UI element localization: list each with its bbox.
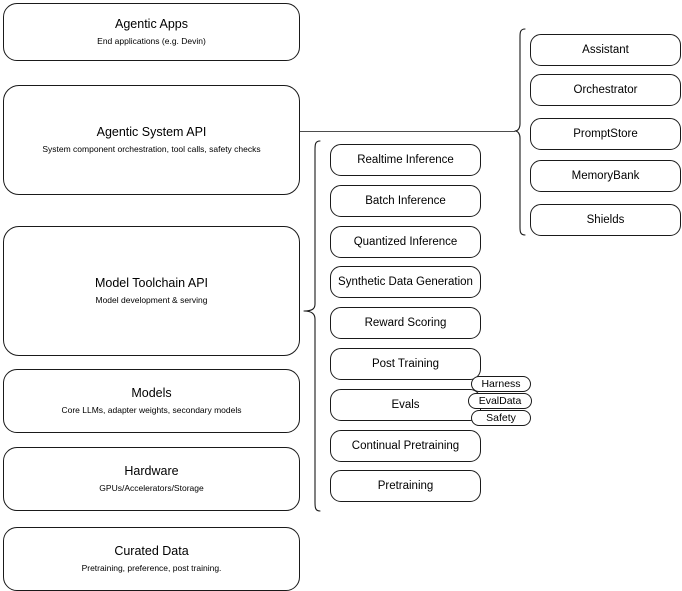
layer-title: Model Toolchain API — [94, 276, 209, 290]
component-label: Assistant — [582, 43, 629, 56]
layer-subtitle: System component orchestration, tool cal… — [42, 144, 261, 154]
badge-label: Harness — [481, 378, 521, 390]
component-label: Evals — [391, 398, 420, 411]
component-assistant[interactable]: Assistant — [530, 34, 681, 66]
layer-subtitle: Pretraining, preference, post training. — [81, 563, 222, 573]
component-synthetic-data-generation[interactable]: Synthetic Data Generation — [330, 266, 481, 298]
component-evals[interactable]: Evals — [330, 389, 481, 421]
component-pretraining[interactable]: Pretraining — [330, 470, 481, 502]
layer-models[interactable]: Models Core LLMs, adapter weights, secon… — [3, 369, 300, 433]
component-orchestrator[interactable]: Orchestrator — [530, 74, 681, 106]
layer-curated-data[interactable]: Curated Data Pretraining, preference, po… — [3, 527, 300, 591]
badge-harness[interactable]: Harness — [471, 376, 531, 392]
layer-model-toolchain-api[interactable]: Model Toolchain API Model development & … — [3, 226, 300, 356]
badge-evaldata[interactable]: EvalData — [468, 393, 532, 409]
component-label: Continual Pretraining — [351, 439, 460, 452]
layer-subtitle: End applications (e.g. Devin) — [97, 36, 206, 46]
layer-subtitle: Core LLMs, adapter weights, secondary mo… — [61, 405, 242, 415]
component-quantized-inference[interactable]: Quantized Inference — [330, 226, 481, 258]
layer-title: Curated Data — [114, 544, 189, 558]
badge-safety[interactable]: Safety — [471, 410, 531, 426]
component-continual-pretraining[interactable]: Continual Pretraining — [330, 430, 481, 462]
layer-title: Agentic Apps — [115, 17, 188, 31]
brace-agentic-components — [514, 28, 526, 236]
connector-agentic-system-to-components — [300, 131, 515, 132]
component-label: Synthetic Data Generation — [338, 275, 473, 288]
component-post-training[interactable]: Post Training — [330, 348, 481, 380]
component-realtime-inference[interactable]: Realtime Inference — [330, 144, 481, 176]
component-reward-scoring[interactable]: Reward Scoring — [330, 307, 481, 339]
layer-hardware[interactable]: Hardware GPUs/Accelerators/Storage — [3, 447, 300, 511]
layer-title: Models — [131, 386, 172, 400]
component-label: MemoryBank — [571, 169, 640, 182]
component-memorybank[interactable]: MemoryBank — [530, 160, 681, 192]
layer-agentic-system-api[interactable]: Agentic System API System component orch… — [3, 85, 300, 195]
layer-agentic-apps[interactable]: Agentic Apps End applications (e.g. Devi… — [3, 3, 300, 61]
component-label: PromptStore — [573, 127, 638, 140]
component-label: Batch Inference — [365, 194, 446, 207]
layer-title: Agentic System API — [96, 125, 207, 139]
component-promptstore[interactable]: PromptStore — [530, 118, 681, 150]
layer-subtitle: Model development & serving — [95, 295, 208, 305]
layer-subtitle: GPUs/Accelerators/Storage — [99, 483, 204, 493]
component-label: Pretraining — [377, 479, 434, 492]
component-label: Reward Scoring — [364, 316, 447, 329]
badge-label: EvalData — [478, 395, 522, 407]
badge-label: Safety — [486, 412, 516, 424]
layer-title: Hardware — [124, 464, 179, 478]
component-label: Shields — [586, 213, 625, 226]
component-batch-inference[interactable]: Batch Inference — [330, 185, 481, 217]
component-label: Orchestrator — [573, 83, 638, 96]
component-label: Quantized Inference — [353, 235, 458, 248]
component-shields[interactable]: Shields — [530, 204, 681, 236]
component-label: Realtime Inference — [357, 153, 454, 166]
brace-toolchain-components — [303, 140, 321, 512]
component-label: Post Training — [371, 357, 440, 370]
